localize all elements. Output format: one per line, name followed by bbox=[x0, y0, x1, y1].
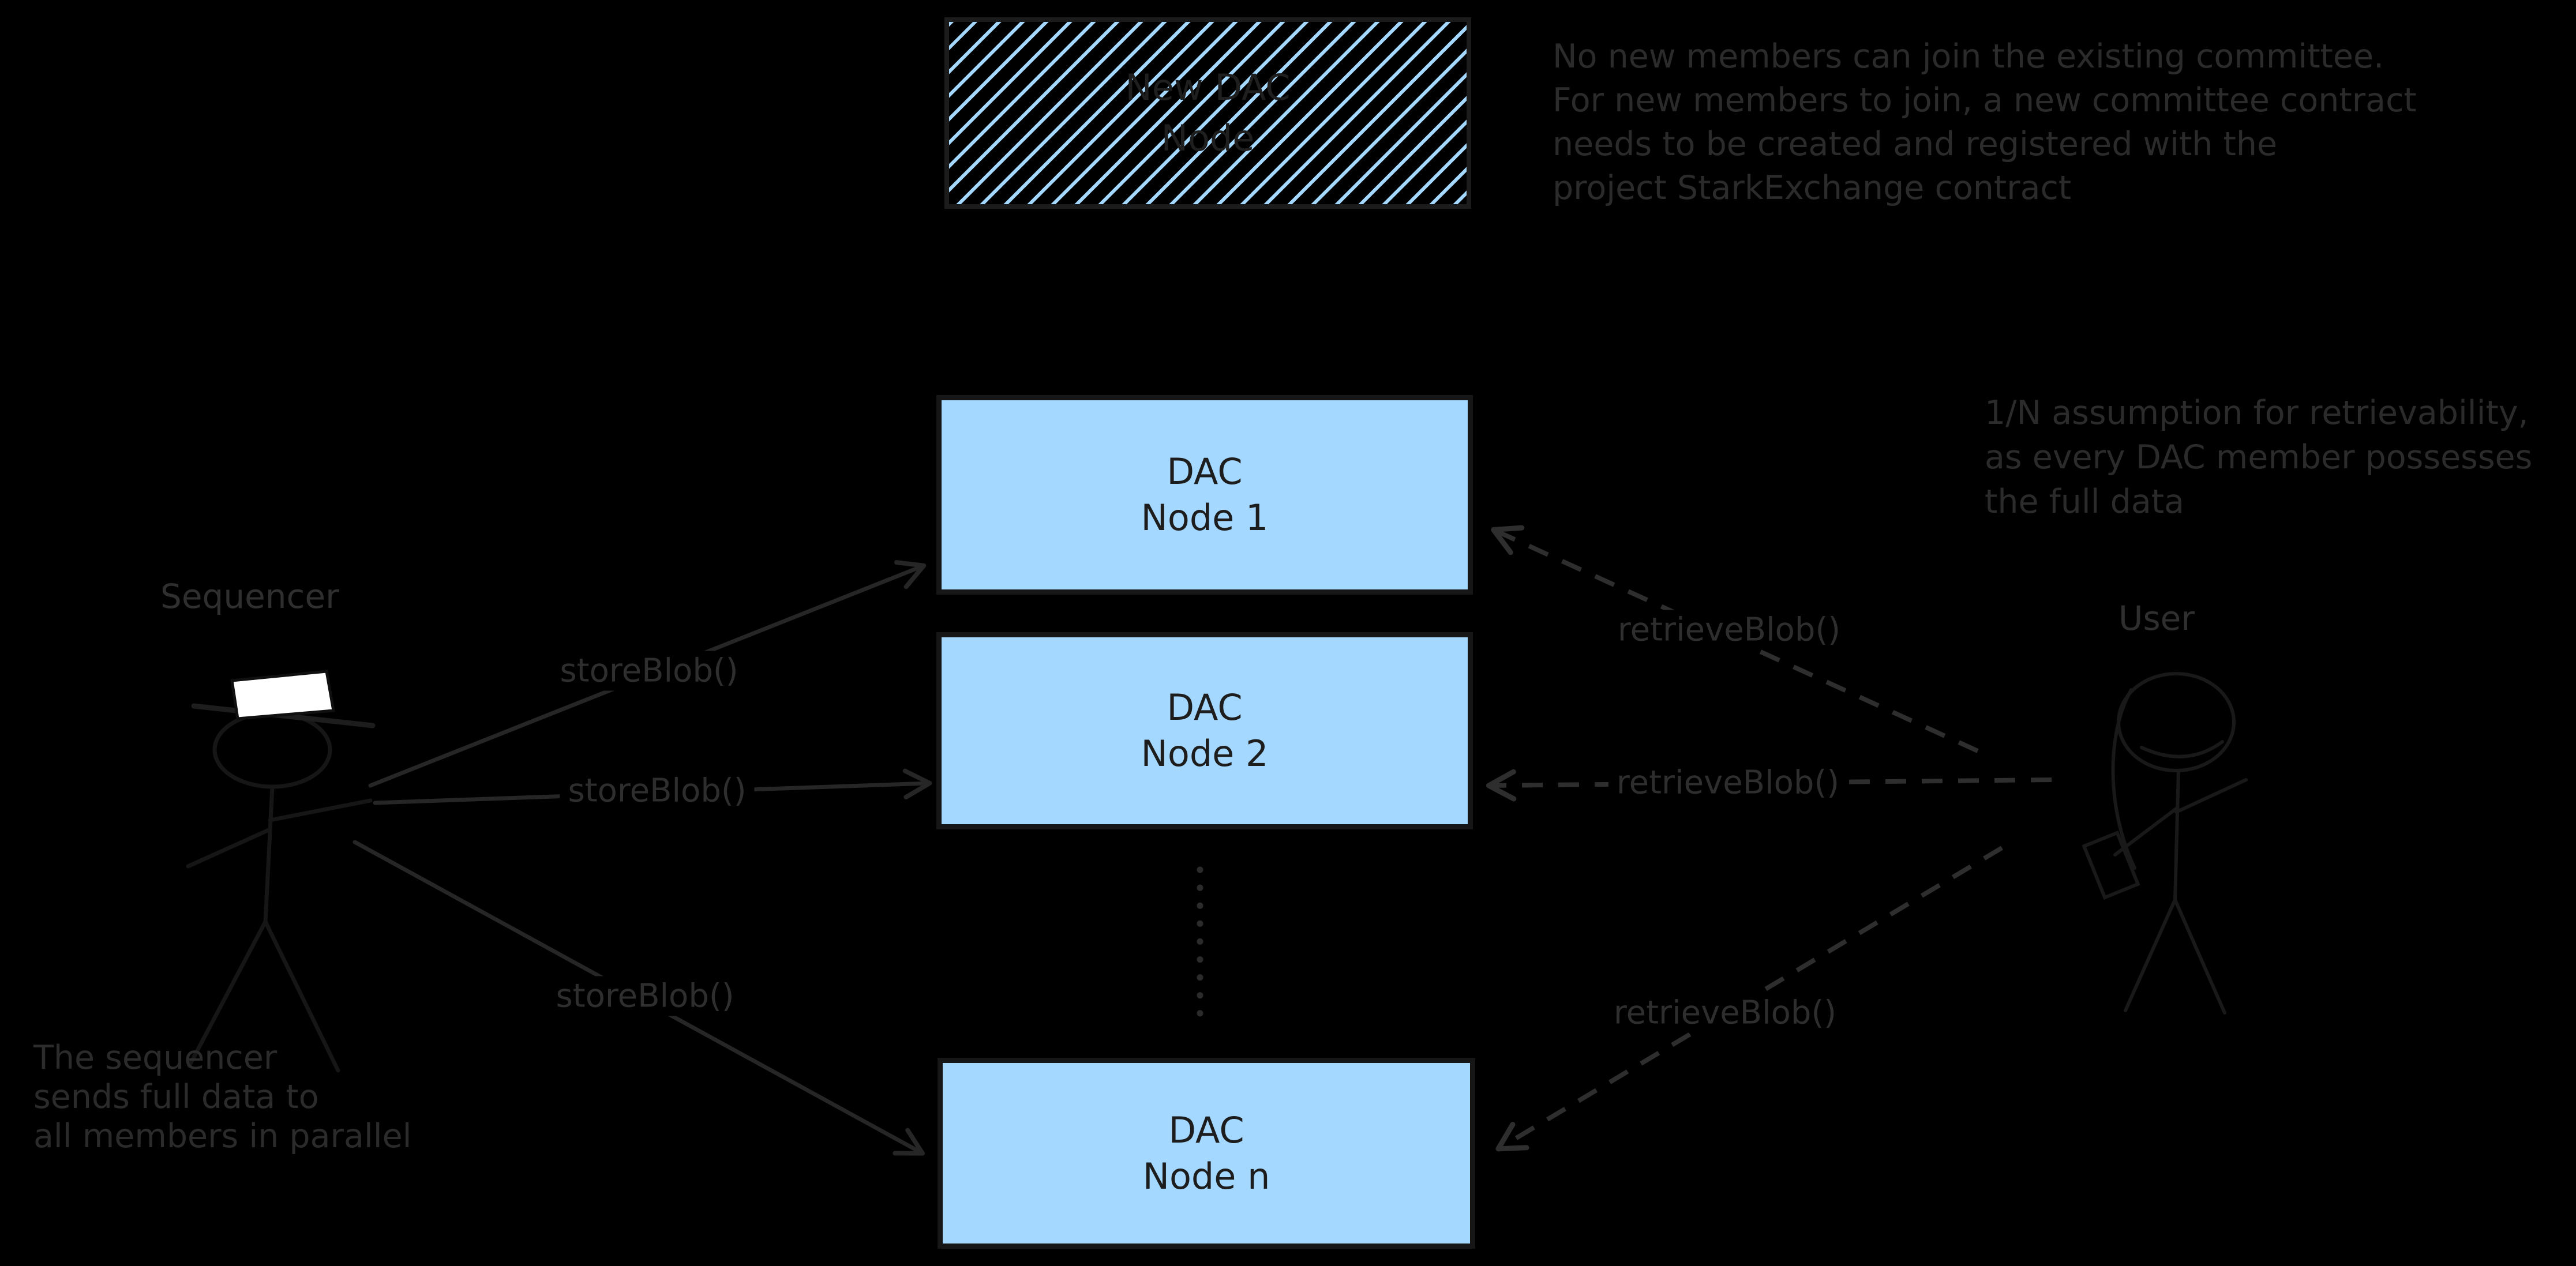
retrievability-note-line: as every DAC member possesses bbox=[1985, 438, 2533, 476]
sequencer-leg-left bbox=[187, 919, 268, 1068]
dac-node-2-line1: DAC bbox=[1167, 686, 1243, 728]
retrievability-note-line: 1/N assumption for retrievability, bbox=[1985, 394, 2529, 432]
store-blob-label-1: storeBlob() bbox=[552, 651, 747, 691]
dac-node-1-line1: DAC bbox=[1167, 450, 1243, 493]
retrievability-note: 1/N assumption for retrievability, as ev… bbox=[1985, 391, 2532, 524]
sequencer-note-line: sends full data to bbox=[33, 1078, 319, 1116]
sequencer-head bbox=[212, 711, 332, 789]
dac-node-1-box: DAC Node 1 bbox=[936, 395, 1473, 595]
user-leg-left bbox=[2124, 898, 2177, 1012]
committee-note-line: For new members to join, a new committee… bbox=[1553, 81, 2417, 119]
committee-note-line: project StarkExchange contract bbox=[1553, 169, 2072, 207]
store-blob-label-2: storeBlob() bbox=[560, 771, 755, 811]
sequencer-note-line: all members in parallel bbox=[33, 1117, 412, 1155]
dac-node-n-line2: Node n bbox=[1142, 1155, 1270, 1197]
retrievability-note-line: the full data bbox=[1985, 483, 2185, 521]
sequencer-figure bbox=[186, 670, 376, 1073]
user-arm-right bbox=[2174, 778, 2248, 814]
sequencer-arm-right bbox=[268, 798, 373, 822]
sequencer-arm-left bbox=[186, 827, 272, 869]
sequencer-label: Sequencer bbox=[160, 577, 339, 616]
user-leg-right bbox=[2173, 898, 2226, 1015]
sequencer-hat-crown bbox=[230, 670, 335, 720]
committee-note-line: needs to be created and registered with … bbox=[1553, 125, 2278, 163]
new-dac-node-line2: Node bbox=[1161, 117, 1255, 159]
user-phone bbox=[2082, 830, 2140, 900]
sequencer-note: The sequencer sends full data to all mem… bbox=[33, 1038, 411, 1156]
dac-node-n-line1: DAC bbox=[1168, 1109, 1244, 1151]
committee-note-line: No new members can join the existing com… bbox=[1553, 37, 2384, 76]
sequencer-leg-right bbox=[263, 919, 340, 1073]
dac-node-2-box: DAC Node 2 bbox=[936, 632, 1473, 829]
retrieve-blob-label-3: retrieveBlob() bbox=[1605, 993, 1845, 1033]
sequencer-body bbox=[263, 784, 275, 924]
dac-node-n-box: DAC Node n bbox=[938, 1058, 1475, 1249]
retrieve-blob-label-1: retrieveBlob() bbox=[1609, 610, 1849, 650]
user-hair bbox=[2111, 688, 2136, 870]
user-arm-left bbox=[2113, 807, 2178, 856]
new-dac-node-line1: New DAC bbox=[1125, 66, 1291, 108]
user-face-line bbox=[2140, 740, 2224, 758]
user-label: User bbox=[2118, 599, 2195, 638]
sequencer-note-line: The sequencer bbox=[33, 1039, 278, 1077]
store-blob-label-3: storeBlob() bbox=[548, 976, 743, 1016]
dac-node-2-line2: Node 2 bbox=[1141, 732, 1269, 775]
dac-node-1-line2: Node 1 bbox=[1141, 497, 1269, 539]
committee-note: No new members can join the existing com… bbox=[1553, 35, 2417, 210]
user-figure bbox=[2082, 672, 2248, 1015]
retrieve-blob-label-2: retrieveBlob() bbox=[1608, 762, 1848, 803]
new-dac-node-box: New DAC Node bbox=[944, 17, 1471, 209]
user-body bbox=[2173, 769, 2180, 901]
